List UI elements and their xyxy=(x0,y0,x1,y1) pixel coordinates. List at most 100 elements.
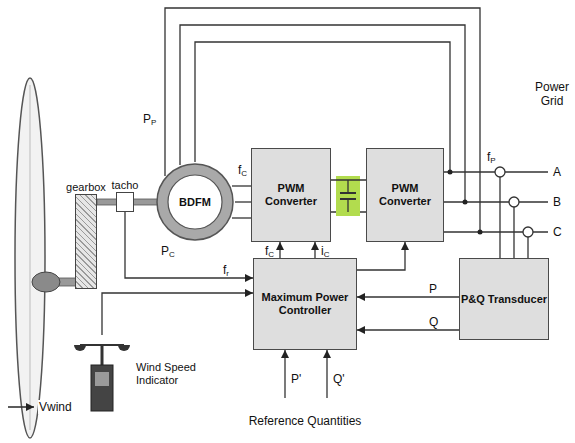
reference-arrow xyxy=(284,350,285,398)
capacitor-lead xyxy=(347,180,348,193)
sensor-lead xyxy=(527,237,528,258)
gearbox-body xyxy=(75,194,97,289)
current-sensor xyxy=(509,197,519,207)
capacitor-ground xyxy=(336,176,360,216)
junction-dot xyxy=(448,170,453,175)
reference-label: P' xyxy=(290,372,302,386)
wind-speed-label: Vwind xyxy=(38,400,73,414)
signal-connector xyxy=(357,242,405,270)
tachometer: tacho xyxy=(110,178,140,212)
signal-label: fC xyxy=(237,163,248,177)
label-holder: A xyxy=(552,165,562,179)
signal-connector xyxy=(235,201,251,202)
subscript: C xyxy=(324,250,330,259)
indicator-label: Wind Speed Indicator xyxy=(136,361,200,387)
converter-label: PWM Converter xyxy=(367,182,443,208)
signal-connector xyxy=(331,179,366,180)
rotor-core xyxy=(168,175,222,229)
reference-label: Q' xyxy=(332,372,346,386)
anemometer-area xyxy=(72,335,132,413)
label-holder: Reference Quantities xyxy=(235,414,375,428)
controller-label: Maximum Power Controller xyxy=(254,291,356,317)
tachometer-body xyxy=(116,192,134,212)
converter-label: PWM Converter xyxy=(252,182,330,208)
anemometer-display xyxy=(95,372,109,386)
signal-label: fC xyxy=(264,244,275,258)
sensor-lead xyxy=(513,207,514,258)
anemometer-cup xyxy=(74,345,86,351)
anemometer-pole xyxy=(101,345,104,365)
capacitor-plate xyxy=(340,192,356,194)
machine-circle: BDFM xyxy=(155,162,235,242)
rotor-blade xyxy=(15,78,45,438)
label-holder: P' xyxy=(290,372,302,386)
junction-dot xyxy=(478,230,483,235)
grid-line xyxy=(440,171,548,172)
anemometer-housing xyxy=(91,365,113,411)
transducer-box: P&Q Transducer xyxy=(459,258,549,340)
anemometer-cup xyxy=(118,345,130,351)
stator-ring xyxy=(157,164,233,240)
converter-box: PWM Converter xyxy=(251,148,331,242)
signal-label-holder: iC xyxy=(320,244,330,258)
current-sensor xyxy=(495,167,505,177)
label-holder: PC xyxy=(160,244,176,258)
label-holder: Q' xyxy=(332,372,346,386)
subscript: C xyxy=(169,250,175,259)
signal-label: P xyxy=(428,282,438,296)
converter-box: PWM Converter xyxy=(366,148,444,242)
signal-label: iC xyxy=(320,244,330,258)
grid-label: Power Grid xyxy=(533,80,571,108)
phase-label: B xyxy=(552,195,562,209)
wind-speed-indicator: Wind Speed Indicator xyxy=(72,335,204,413)
transducer-label: P&Q Transducer xyxy=(461,293,547,306)
signal-connector xyxy=(357,296,459,297)
junction-dot xyxy=(463,200,468,205)
signal-label: fr xyxy=(222,263,230,277)
signal-label: Q xyxy=(428,315,439,329)
subscript: r xyxy=(226,269,229,278)
signal-label-holder: Q xyxy=(428,315,439,329)
label-holder: PP xyxy=(142,112,157,126)
subscript: P xyxy=(490,156,495,165)
signal-label-holder: fC xyxy=(264,244,275,258)
signal-label-holder: fC xyxy=(237,163,248,177)
label-holder: Vwind xyxy=(38,400,73,414)
label-holder: Power Grid xyxy=(533,80,571,108)
label-holder: B xyxy=(552,195,562,209)
sensor-lead xyxy=(499,177,500,258)
gearbox: gearbox xyxy=(64,180,108,290)
blade-ridge xyxy=(30,85,31,430)
signal-connector xyxy=(357,329,459,330)
power-label: PP xyxy=(142,112,157,126)
capacitor-lead xyxy=(347,199,348,212)
subscript: P xyxy=(151,118,156,127)
signal-connector xyxy=(314,242,315,258)
signal-connector xyxy=(102,293,253,335)
reference-arrow xyxy=(326,350,327,398)
current-sensor xyxy=(523,227,533,237)
tachometer-label: tacho xyxy=(112,178,139,192)
signal-connector xyxy=(279,242,280,258)
grid-line xyxy=(440,201,548,202)
machine-label: BDFM xyxy=(179,196,211,209)
rotor-hub xyxy=(32,272,60,292)
reference-caption: Reference Quantities xyxy=(248,414,363,428)
signal-label-holder: P xyxy=(428,282,438,296)
label-holder: C xyxy=(552,225,563,239)
subscript: C xyxy=(241,169,247,178)
subscript: C xyxy=(268,250,274,259)
phase-label: C xyxy=(552,225,563,239)
anemometer xyxy=(74,345,130,411)
wind-arrow xyxy=(8,406,34,408)
phase-label: A xyxy=(552,165,562,179)
gearbox-label: gearbox xyxy=(66,180,106,194)
power-label: PC xyxy=(160,244,176,258)
signal-label-holder: fr xyxy=(222,263,230,277)
frequency-label: fP xyxy=(486,150,497,164)
controller-box: Maximum Power Controller xyxy=(253,258,357,350)
label-holder: fP xyxy=(486,150,497,164)
